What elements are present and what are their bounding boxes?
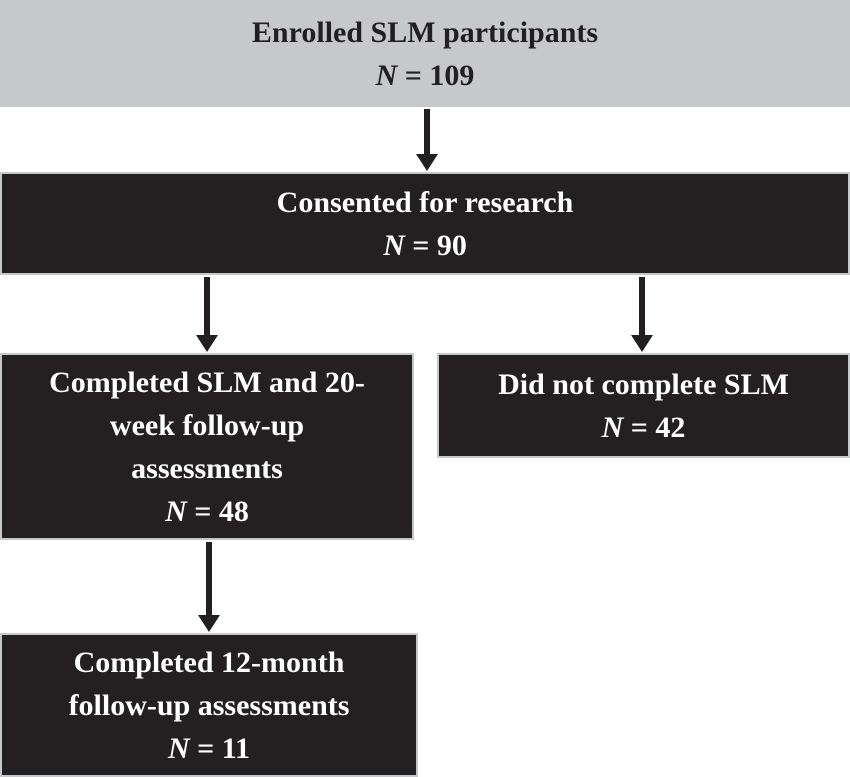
arrow-down-icon — [631, 277, 653, 352]
box-label-line: Did not complete SLM — [498, 367, 789, 401]
box-n-line: N = 42 — [602, 406, 686, 449]
arrow-shaft — [424, 109, 430, 154]
arrow-head — [416, 154, 438, 171]
flow-box-consented: Consented for research N = 90 — [0, 172, 850, 275]
n-value: = 109 — [397, 58, 475, 92]
n-value: = 42 — [623, 410, 686, 444]
arrow-down-icon — [196, 277, 218, 352]
flow-box-did-not-complete: Did not complete SLM N = 42 — [437, 353, 850, 458]
box-n-line: N = 90 — [383, 224, 467, 267]
flow-box-completed-12month: Completed 12-month follow-up assessments… — [0, 633, 418, 777]
n-value: = 48 — [186, 494, 249, 528]
flow-box-completed-20week: Completed SLM and 20- week follow-up ass… — [0, 353, 414, 540]
arrow-shaft — [206, 542, 212, 615]
n-symbol: N — [167, 731, 190, 765]
arrow-down-icon — [198, 542, 220, 632]
box-label-line: Enrolled SLM participants — [251, 15, 599, 49]
box-label-line: Consented for research — [276, 185, 574, 219]
box-n-line: N = 48 — [165, 490, 249, 533]
n-value: = 11 — [189, 731, 251, 765]
box-label-line: week follow-up — [109, 408, 305, 442]
box-label-line: follow-up assessments — [68, 688, 350, 722]
n-symbol: N — [383, 228, 405, 262]
n-value: = 90 — [404, 228, 467, 262]
arrow-head — [631, 335, 653, 352]
arrow-head — [198, 615, 220, 632]
box-n-line: N = 11 — [168, 727, 250, 770]
box-label-line: Completed 12-month — [73, 645, 345, 679]
flow-box-enrolled: Enrolled SLM participants N = 109 — [0, 0, 850, 107]
arrow-shaft — [639, 277, 645, 335]
n-symbol: N — [375, 58, 398, 92]
box-label-line: assessments — [131, 451, 283, 485]
n-symbol: N — [165, 494, 187, 528]
box-n-line: N = 109 — [376, 54, 475, 97]
arrow-down-icon — [416, 109, 438, 171]
arrow-head — [196, 335, 218, 352]
n-symbol: N — [601, 410, 624, 444]
box-label-line: Completed SLM and 20- — [49, 365, 365, 399]
arrow-shaft — [204, 277, 210, 335]
